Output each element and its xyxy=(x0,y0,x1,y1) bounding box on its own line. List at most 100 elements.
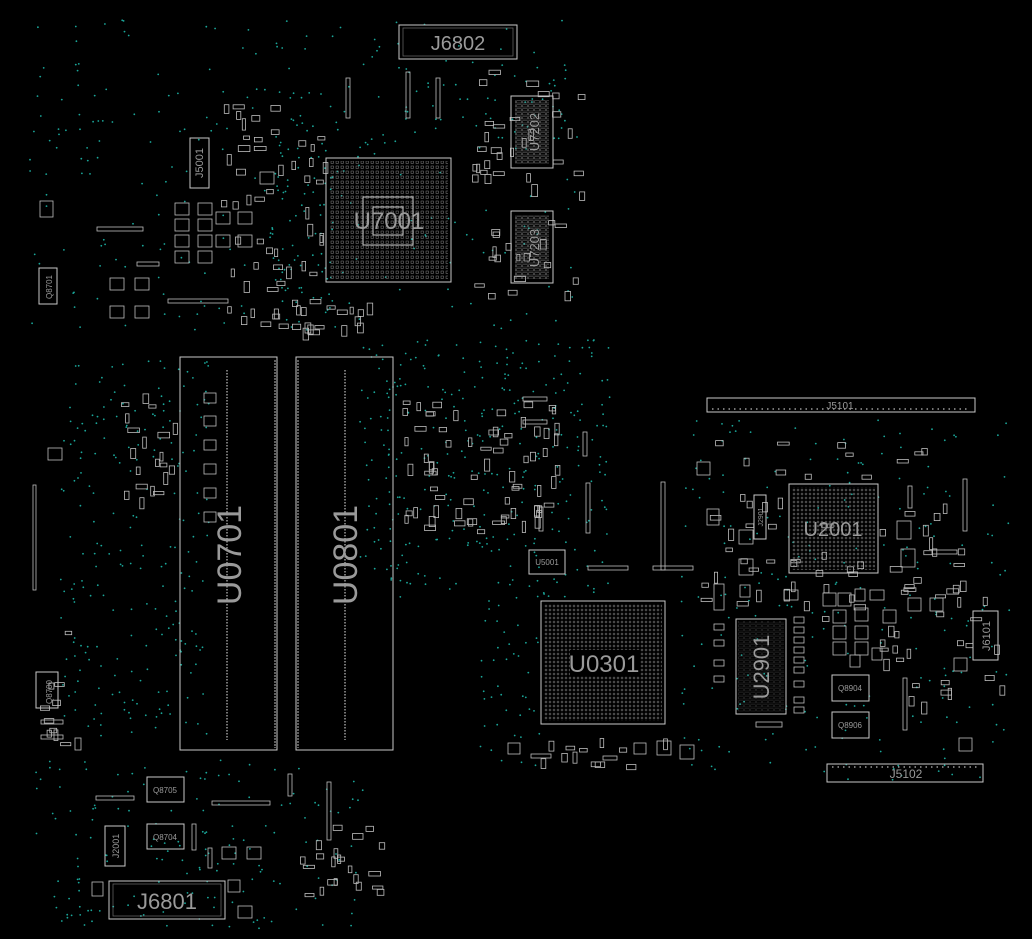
passive-pad xyxy=(548,220,556,226)
via xyxy=(166,924,168,927)
connector-j6801[interactable]: J6801 xyxy=(108,880,226,920)
passive-pad xyxy=(484,458,491,472)
via xyxy=(115,415,118,418)
via xyxy=(522,487,525,490)
passive-pad xyxy=(554,433,559,447)
passive-pad xyxy=(892,645,899,654)
via xyxy=(153,449,156,451)
mosfet-q8701[interactable]: Q8701 xyxy=(38,267,58,305)
passive-pad xyxy=(500,516,507,525)
via xyxy=(184,902,186,905)
via xyxy=(96,156,99,159)
via xyxy=(95,565,97,568)
via xyxy=(990,561,993,564)
via xyxy=(216,862,219,865)
via xyxy=(226,127,228,130)
via xyxy=(185,721,187,724)
slot-u0801[interactable]: U0801 xyxy=(295,356,394,751)
via xyxy=(108,553,111,555)
via xyxy=(197,138,200,141)
via xyxy=(320,297,323,299)
passive-pad xyxy=(922,524,929,537)
via xyxy=(969,656,971,659)
via xyxy=(228,773,231,776)
passive-pad xyxy=(957,640,964,647)
via xyxy=(592,591,595,594)
via xyxy=(45,173,48,176)
via xyxy=(355,871,357,874)
via xyxy=(91,818,94,821)
connector-j5102[interactable]: J5102 xyxy=(826,763,984,783)
via xyxy=(553,578,555,580)
via xyxy=(450,475,452,478)
via xyxy=(243,312,246,315)
passive-pad xyxy=(709,515,722,521)
via xyxy=(320,93,322,95)
bga-u7001[interactable]: U7001 xyxy=(325,157,452,283)
connector-j2001[interactable]: J2001 xyxy=(104,825,126,867)
via xyxy=(505,348,508,351)
passive-pad xyxy=(402,408,408,416)
ic-u7203[interactable]: U7203 xyxy=(510,210,554,284)
via xyxy=(809,458,812,461)
bga-u2001[interactable]: U2001 xyxy=(788,483,879,574)
via xyxy=(506,356,509,359)
mosfet-q8904[interactable]: Q8904 xyxy=(831,674,870,702)
via xyxy=(601,403,603,406)
via xyxy=(134,409,137,412)
via xyxy=(483,514,486,516)
via xyxy=(408,542,411,545)
via xyxy=(222,237,225,240)
mosfet-q8700[interactable]: Q8700 xyxy=(35,671,59,709)
via xyxy=(58,768,61,771)
via xyxy=(74,25,77,28)
via xyxy=(281,300,284,303)
connector-j6802[interactable]: J6802 xyxy=(398,24,518,60)
via xyxy=(242,839,245,842)
via xyxy=(281,248,284,250)
connector-j5101[interactable]: J5101 xyxy=(706,397,976,413)
passive-pad xyxy=(157,431,170,439)
via xyxy=(81,172,83,175)
via xyxy=(396,567,399,570)
connector-j2901[interactable]: J2901 xyxy=(753,494,767,540)
via xyxy=(70,914,73,917)
via xyxy=(406,110,409,113)
ic-u2901[interactable]: U2901 xyxy=(735,618,787,715)
passive-pad xyxy=(273,264,284,270)
via xyxy=(992,741,994,743)
via xyxy=(505,658,508,661)
via xyxy=(127,446,130,449)
via xyxy=(476,434,479,436)
via xyxy=(519,442,521,445)
via xyxy=(292,119,295,122)
via xyxy=(131,772,134,775)
mosfet-q8906[interactable]: Q8906 xyxy=(831,711,870,739)
passive-pad xyxy=(254,196,265,202)
via xyxy=(517,399,519,402)
via xyxy=(103,437,106,439)
via xyxy=(845,703,848,706)
via xyxy=(238,780,240,783)
connector-j6101[interactable]: J6101 xyxy=(972,610,999,661)
via xyxy=(317,877,320,879)
ic-u5001[interactable]: U5001 xyxy=(528,549,566,575)
via xyxy=(81,422,84,425)
via xyxy=(129,717,132,720)
via xyxy=(292,92,295,95)
via xyxy=(535,637,538,639)
via xyxy=(525,367,527,370)
bga-u0301[interactable]: U0301 xyxy=(540,600,666,725)
ic-u7202[interactable]: U7202 xyxy=(510,95,554,169)
via xyxy=(297,255,299,257)
via xyxy=(162,585,164,587)
mosfet-q8705[interactable]: Q8705 xyxy=(146,776,185,803)
via xyxy=(606,379,609,381)
via xyxy=(823,610,826,613)
via xyxy=(946,716,948,719)
mosfet-q8704[interactable]: Q8704 xyxy=(146,823,185,850)
via xyxy=(101,376,103,379)
slot-u0701[interactable]: U0701 xyxy=(179,356,278,751)
connector-j5001[interactable]: J5001 xyxy=(189,137,210,189)
via xyxy=(204,272,206,275)
